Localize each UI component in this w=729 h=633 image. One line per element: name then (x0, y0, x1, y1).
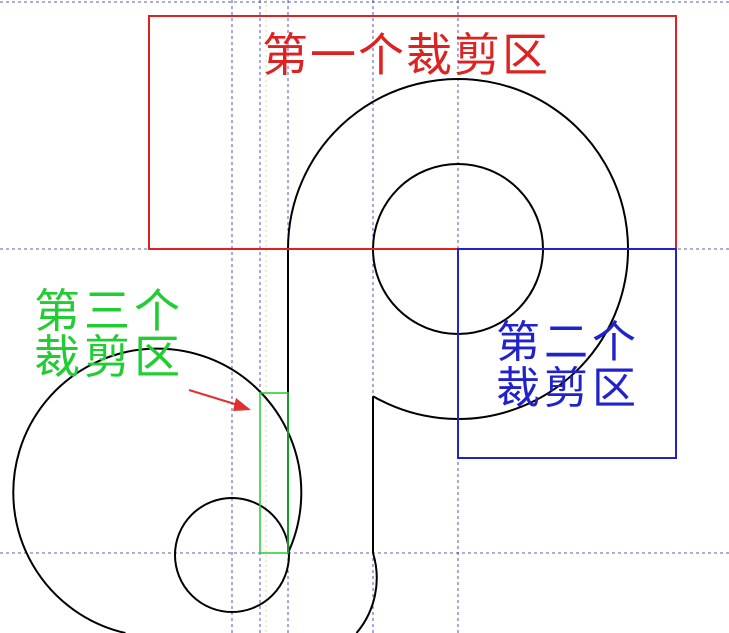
lower-right-arc (355, 552, 378, 633)
first-clip-region-label: 第一个裁剪区 (262, 28, 550, 82)
second-clip-region-rect (457, 248, 677, 459)
second-clip-region-label-line2: 裁剪区 (496, 363, 640, 414)
second-clip-region-label: 第二个 裁剪区 (496, 320, 640, 412)
third-clip-region-label-line2: 裁剪区 (34, 330, 184, 384)
lower-inner-circle (174, 497, 290, 613)
third-clip-region-label: 第三个 裁剪区 (34, 288, 184, 380)
third-clip-region-rect (259, 392, 289, 554)
arrow-shaft (188, 389, 239, 406)
large-upper-arc (287, 78, 629, 420)
second-clip-region-label-line1: 第二个 (496, 317, 640, 368)
first-clip-region-rect (148, 15, 677, 250)
pointer-arrow (188, 389, 251, 411)
third-clip-region-label-line1: 第三个 (34, 284, 184, 338)
arrow-head-icon (233, 398, 251, 411)
lower-left-arc (12, 347, 303, 633)
